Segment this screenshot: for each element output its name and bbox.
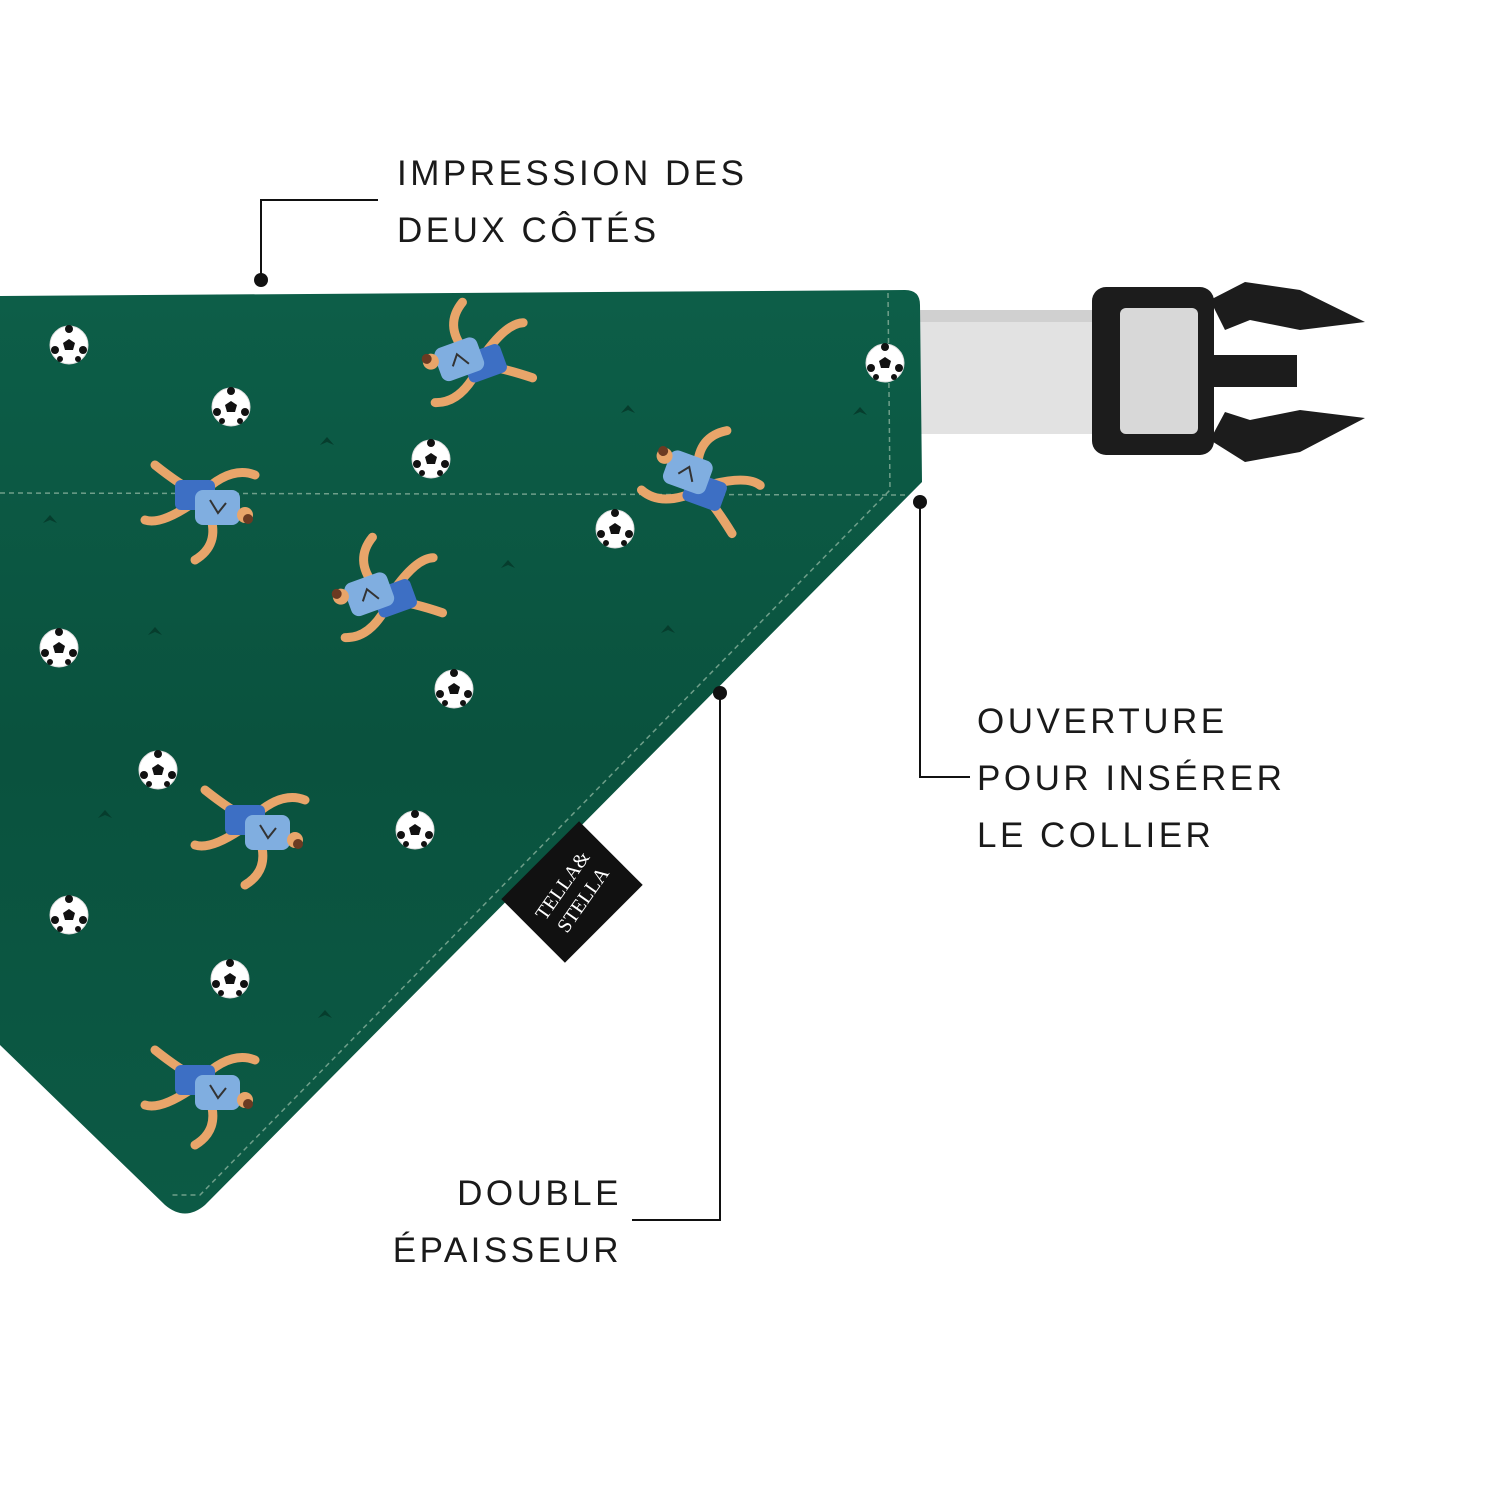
callout-line: POUR INSÉRER [977,759,1286,798]
bandana [0,285,922,1214]
brand-tag: TELLA& STELLA [501,821,643,963]
buckle-icon[interactable] [1092,282,1365,462]
callout-line: OUVERTURE [977,702,1228,741]
strap [915,310,1105,434]
callout-lines [260,199,970,1221]
callout-line: ÉPAISSEUR [392,1231,622,1270]
callout-double-sided-print: IMPRESSION DES DEUX CÔTÉS [397,145,747,259]
callout-line: DOUBLE [457,1174,622,1213]
callout-dots [254,273,927,700]
callout-collar-opening: OUVERTURE POUR INSÉRER LE COLLIER [977,693,1285,864]
callout-line: DEUX CÔTÉS [397,211,660,250]
callout-double-layer: DOUBLE ÉPAISSEUR [380,1165,622,1279]
callout-line: LE COLLIER [977,816,1215,855]
callout-line: IMPRESSION DES [397,154,748,193]
